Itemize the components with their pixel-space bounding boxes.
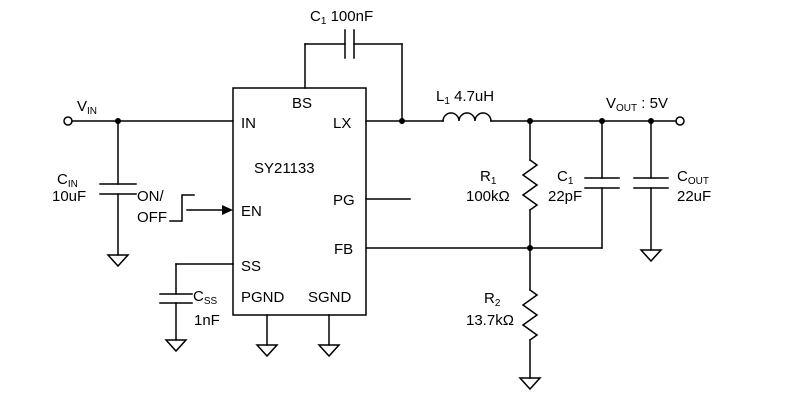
cbs-label: C1 100nF (310, 8, 373, 27)
pin-label-fb: FB (334, 241, 353, 258)
cff-value: 22pF (548, 188, 582, 205)
sgnd-ground-icon (317, 344, 341, 358)
vout-terminal (675, 116, 685, 126)
pin-label-in: IN (241, 115, 256, 132)
cout-value: 22uF (677, 188, 711, 205)
cout-label: COUT (677, 168, 709, 187)
css-value: 1nF (194, 312, 220, 329)
onoff-label-line2: OFF (137, 209, 167, 226)
r1-label: R1 (480, 168, 497, 187)
r2-value: 13.7kΩ (466, 312, 514, 329)
pin-label-sgnd: SGND (308, 289, 352, 306)
r1-value: 100kΩ (466, 188, 510, 205)
pin-label-ss: SS (241, 258, 261, 275)
pin-label-pg: PG (333, 192, 355, 209)
pin-label-en: EN (241, 203, 262, 220)
cin-ground-icon (106, 254, 130, 268)
ic-part-number: SY21133 (254, 160, 315, 177)
cin-value: 10uF (52, 188, 86, 205)
l1-label: L1 4.7uH (436, 88, 494, 107)
pin-label-bs: BS (292, 95, 312, 112)
cff-label: C1 (557, 168, 574, 187)
r2-label: R2 (484, 290, 501, 309)
pin-label-pgnd: PGND (241, 289, 285, 306)
css-label: CSS (193, 288, 218, 307)
css-ground-icon (164, 339, 188, 353)
onoff-label-line1: ON/ (137, 188, 165, 205)
pin-label-lx: LX (333, 115, 351, 132)
ic-body (232, 87, 367, 316)
r1-resistor-icon (521, 158, 539, 212)
enable-arrow-icon (222, 205, 233, 215)
enable-pulse-icon (169, 194, 195, 222)
lx-junction (399, 118, 405, 124)
vout-label: VOUT : 5V (606, 95, 668, 114)
vin-terminal (63, 116, 73, 126)
cout-ground-icon (639, 249, 663, 263)
inductor-l1-icon (442, 112, 492, 122)
r2-ground-icon (518, 377, 542, 391)
r2-resistor-icon (521, 288, 539, 342)
vin-label: VIN (77, 98, 97, 117)
cin-label: CIN (57, 171, 78, 190)
pgnd-ground-icon (255, 344, 279, 358)
